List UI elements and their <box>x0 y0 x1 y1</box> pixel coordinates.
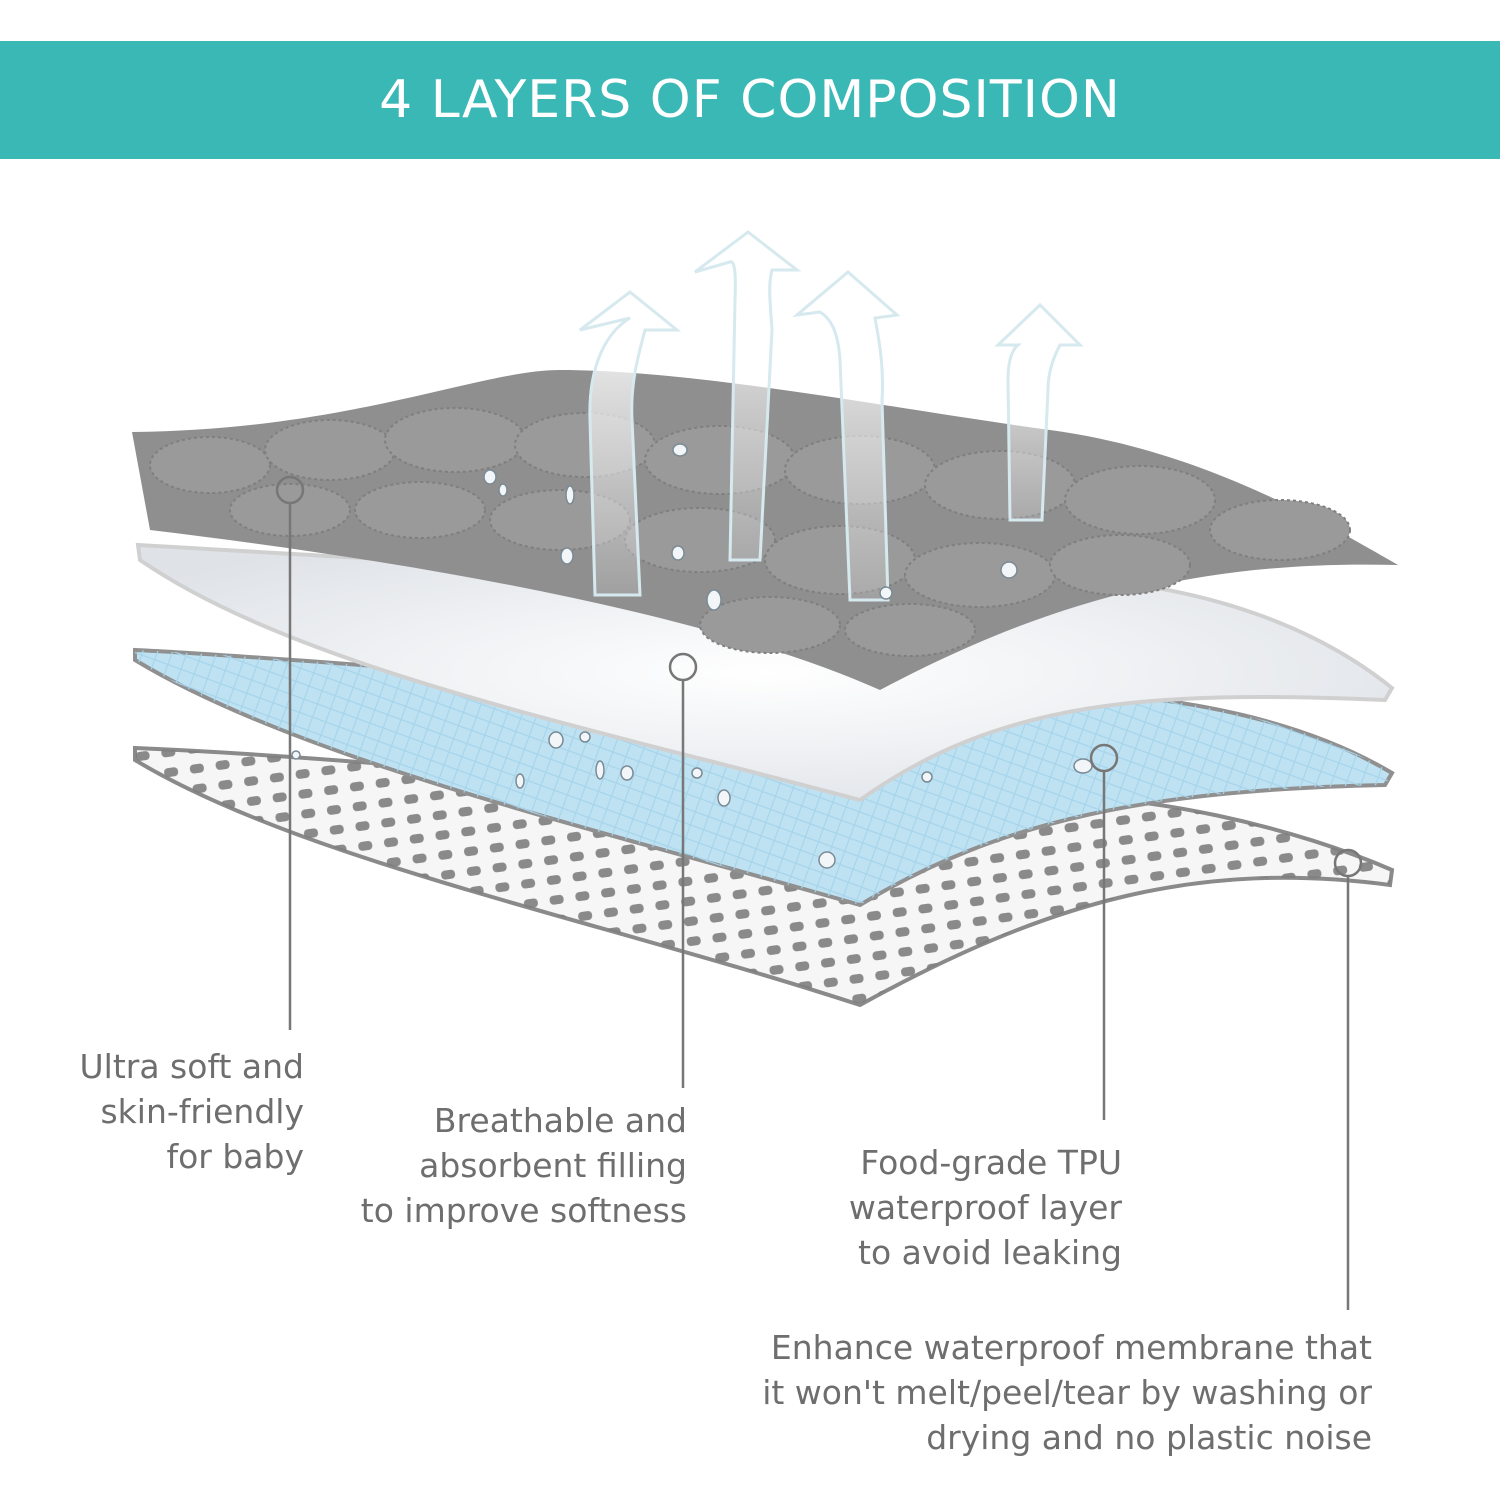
caption-line: absorbent filling <box>419 1146 687 1185</box>
caption-membrane-layer: Enhance waterproof membrane that it won'… <box>762 1325 1372 1460</box>
caption-line: Enhance waterproof membrane that <box>770 1328 1372 1367</box>
caption-filling-layer: Breathable and absorbent filling to impr… <box>361 1098 687 1233</box>
page-title: 4 LAYERS OF COMPOSITION <box>379 70 1121 130</box>
leader-lines <box>275 475 1363 1310</box>
caption-line: drying and no plastic noise <box>926 1418 1372 1457</box>
caption-line: Breathable and <box>433 1101 687 1140</box>
header-banner: 4 LAYERS OF COMPOSITION <box>0 41 1500 159</box>
caption-line: skin-friendly <box>100 1092 304 1131</box>
breathable-arrow-icon <box>579 230 1084 602</box>
caption-line: to improve softness <box>360 1191 687 1230</box>
caption-line: to avoid leaking <box>858 1233 1122 1272</box>
caption-line: Ultra soft and <box>79 1047 304 1086</box>
caption-line: Food-grade TPU <box>860 1143 1122 1182</box>
caption-top-layer: Ultra soft and skin-friendly for baby <box>80 1044 304 1179</box>
caption-line: it won't melt/peel/tear by washing or <box>762 1373 1372 1412</box>
water-droplet-icon <box>291 443 1093 869</box>
caption-line: for baby <box>166 1137 304 1176</box>
caption-tpu-layer: Food-grade TPU waterproof layer to avoid… <box>849 1140 1122 1275</box>
caption-line: waterproof layer <box>848 1188 1122 1227</box>
